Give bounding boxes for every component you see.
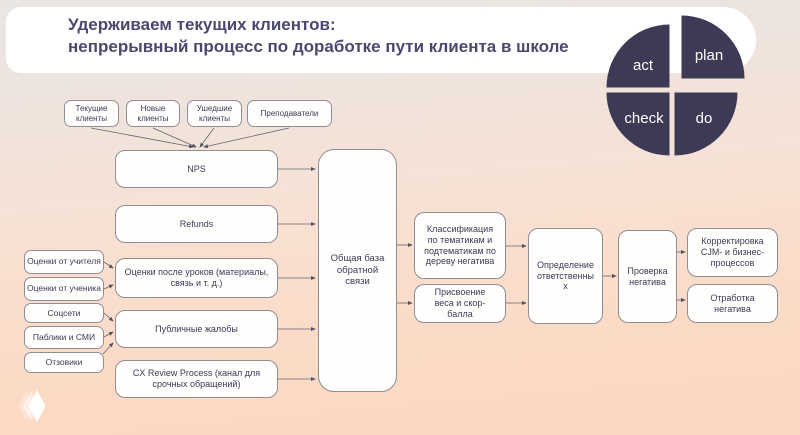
- node-audience-current: Текущие клиенты: [64, 100, 119, 127]
- node-audience-new: Новые клиенты: [126, 100, 180, 127]
- node-negative-check: Проверка негатива: [618, 230, 677, 323]
- node-classification: Классификация по тематикам и подтематика…: [414, 212, 506, 279]
- slide-title-line2: непрерывный процесс по доработке пути кл…: [68, 37, 569, 56]
- slide-title-line1: Удерживаем текущих клиентов:: [68, 15, 336, 34]
- node-publics-media: Паблики и СМИ: [24, 326, 104, 349]
- pdca-check-quadrant: [606, 92, 670, 156]
- node-negative-handling: Отработка негатива: [687, 284, 778, 323]
- school-logo-icon: [18, 390, 46, 422]
- slide-title: Удерживаем текущих клиентов: непрерывный…: [68, 14, 628, 58]
- node-audience-teachers: Преподаватели: [247, 100, 332, 127]
- pdca-do-label: do: [696, 110, 713, 127]
- node-lesson-scores: Оценки после уроков (материалы, связь и …: [115, 258, 278, 298]
- pdca-check-label: check: [624, 110, 664, 127]
- node-nps: NPS: [115, 150, 278, 188]
- node-review-sites: Отзовики: [24, 352, 104, 373]
- node-cjm-correction: Корректировка CJM- и бизнес-процессов: [687, 228, 778, 277]
- node-feedback-base: Общая база обратной связи: [318, 149, 397, 392]
- node-owner-assignment: Определение ответственных: [528, 228, 603, 324]
- node-audience-churned: Ушедшие клиенты: [187, 100, 242, 127]
- node-cx-review-process: CX Review Process (канал для срочных обр…: [115, 360, 278, 398]
- node-social-networks: Соцсети: [24, 303, 104, 323]
- node-refunds: Refunds: [115, 205, 278, 243]
- node-teacher-scores: Оценки от учителя: [24, 250, 104, 274]
- pdca-do-quadrant: [674, 92, 738, 156]
- node-weighting: Присвоение веса и скор-балла: [414, 284, 506, 323]
- node-public-complaints: Публичные жалобы: [115, 310, 278, 348]
- node-student-scores: Оценки от ученика: [24, 277, 104, 301]
